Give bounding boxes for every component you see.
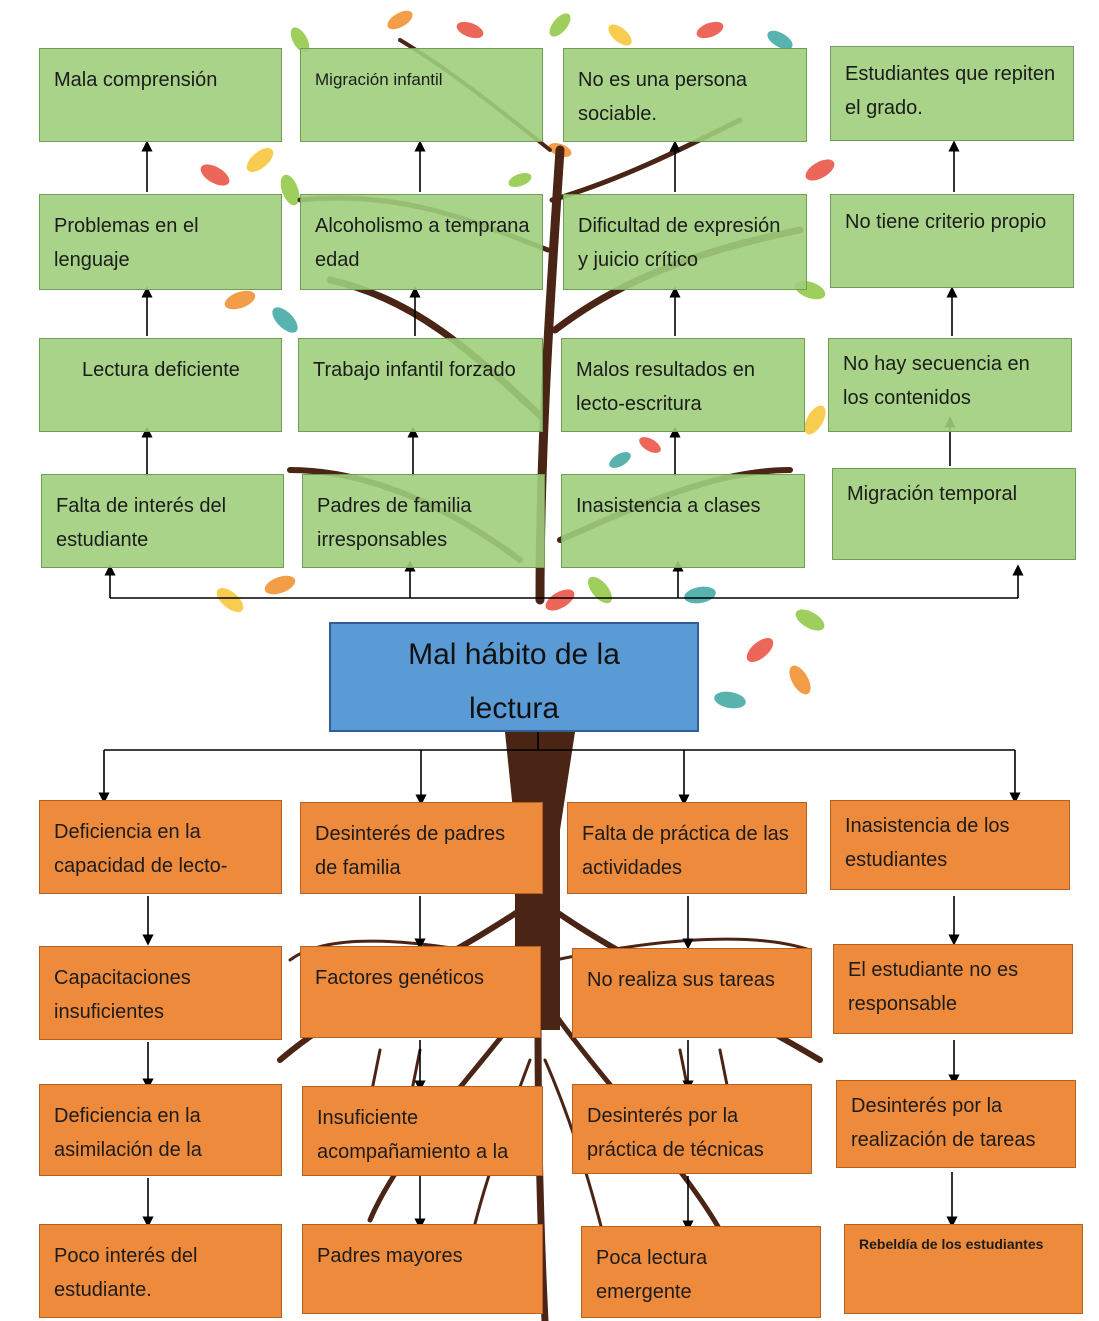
cause-box-deficiencia-lecto: Deficiencia en la capacidad de lecto-	[39, 800, 282, 894]
effect-box-trabajo-infantil: Trabajo infantil forzado	[298, 338, 543, 432]
cause-box-insuficiente-acompanamiento: Insuficiente acompañamiento a la	[302, 1086, 543, 1176]
effect-box-dificultad-expresion: Dificultad de expresión y juicio crítico	[563, 194, 807, 290]
cause-box-falta-practica: Falta de práctica de las actividades	[567, 802, 807, 894]
effect-box-mala-comprension: Mala comprensión	[39, 48, 282, 142]
cause-box-desinteres-tareas: Desinterés por la realización de tareas	[836, 1080, 1076, 1168]
effect-box-no-sociable: No es una persona sociable.	[563, 48, 807, 142]
effect-box-criterio-propio: No tiene criterio propio	[830, 194, 1074, 288]
cause-box-poca-lectura: Poca lectura emergente	[581, 1226, 821, 1318]
cause-box-rebeldia: Rebeldía de los estudiantes	[844, 1224, 1083, 1314]
cause-box-no-realiza-tareas: No realiza sus tareas	[572, 948, 812, 1038]
cause-box-inasistencia-estudiantes: Inasistencia de los estudiantes	[830, 800, 1070, 890]
cause-box-desinteres-tecnicas: Desinterés por la práctica de técnicas	[572, 1084, 812, 1174]
cause-box-no-responsable: El estudiante no es responsable	[833, 944, 1073, 1034]
effect-box-secuencia-contenidos: No hay secuencia en los contenidos	[828, 338, 1072, 432]
central-problem-line1: Mal hábito de la	[408, 638, 620, 671]
cause-box-factores-geneticos: Factores genéticos	[300, 946, 541, 1038]
effect-box-falta-interes: Falta de interés del estudiante	[41, 474, 284, 568]
effect-box-migracion-temporal: Migración temporal	[832, 468, 1076, 560]
effect-box-problemas-lenguaje: Problemas en el lenguaje	[39, 194, 282, 290]
effect-box-alcoholismo: Alcoholismo a temprana edad	[300, 194, 543, 290]
cause-box-capacitaciones: Capacitaciones insuficientes	[39, 946, 282, 1040]
central-problem-box: Mal hábito de la lectura	[329, 622, 699, 732]
effect-box-inasistencia-clases: Inasistencia a clases	[561, 474, 805, 568]
cause-box-padres-mayores: Padres mayores	[302, 1224, 543, 1314]
central-problem-line2: lectura	[468, 692, 560, 725]
effect-box-malos-resultados: Malos resultados en lecto-escritura	[561, 338, 805, 432]
cause-box-desinteres-padres: Desinterés de padres de familia	[300, 802, 543, 894]
cause-box-deficiencia-asimilacion: Deficiencia en la asimilación de la	[39, 1084, 282, 1176]
cause-box-poco-interes: Poco interés del estudiante.	[39, 1224, 282, 1318]
effect-box-padres-irresponsables: Padres de familia irresponsables	[302, 474, 545, 568]
effect-box-repiten-grado: Estudiantes que repiten el grado.	[830, 46, 1074, 141]
effect-box-migracion-infantil: Migración infantil	[300, 48, 543, 142]
effect-box-lectura-deficiente: Lectura deficiente	[39, 338, 282, 432]
